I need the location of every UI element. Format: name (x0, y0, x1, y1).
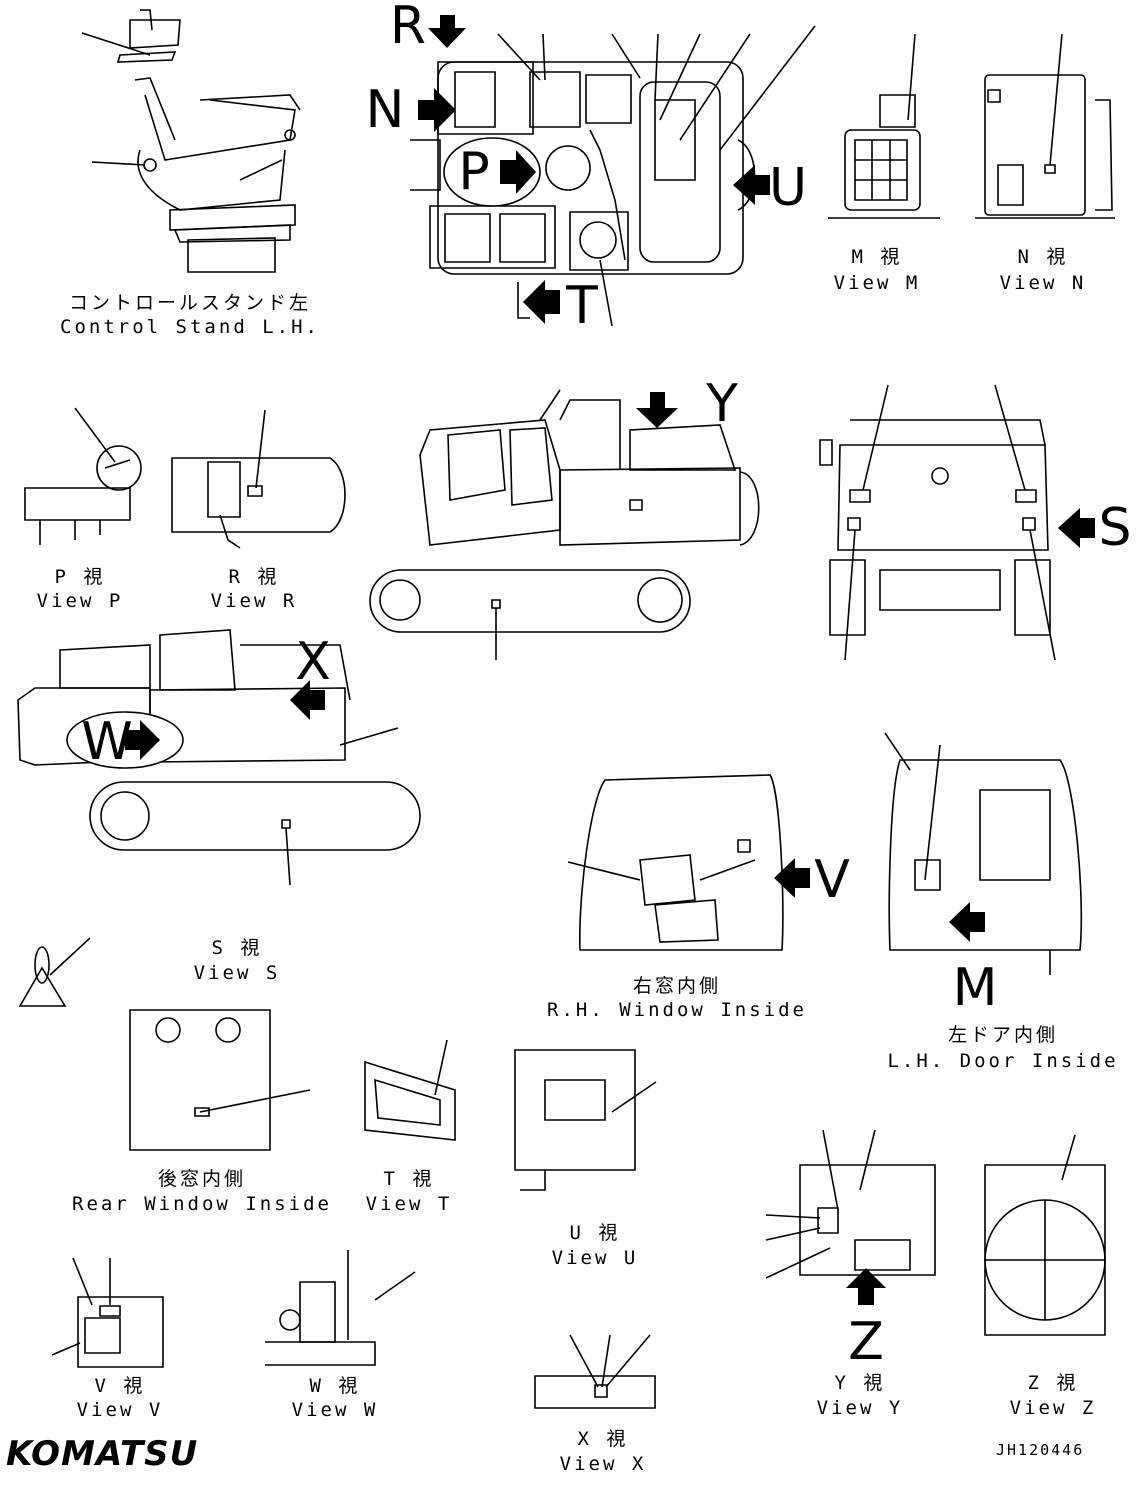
arrow-w (125, 720, 160, 760)
view-y-drawing (766, 1130, 935, 1278)
view-s-caption-jp: S 視 (211, 937, 263, 959)
arrow-n (418, 88, 456, 132)
view-r-caption-en: View R (210, 590, 298, 612)
view-s-drawing (820, 385, 1055, 660)
arrow-t (523, 280, 560, 324)
rear-window-caption-en: Rear Window Inside (72, 1193, 332, 1215)
view-z-caption-jp: Z 視 (1027, 1372, 1079, 1394)
control-stand-drawing (82, 10, 300, 272)
arrow-letter-r: R (389, 0, 427, 56)
arrow-letter-v: V (814, 850, 850, 910)
view-u-caption-jp: U 視 (569, 1222, 621, 1244)
view-r-drawing (172, 410, 345, 548)
view-y-caption-jp: Y 視 (834, 1372, 886, 1394)
view-m-caption-jp: M 視 (851, 246, 903, 268)
view-u-caption-en: View U (551, 1247, 639, 1269)
view-m-caption-en: View M (833, 272, 921, 294)
view-t-caption-jp: T 視 (383, 1168, 435, 1190)
arrow-letter-y: Y (706, 374, 738, 434)
rh-window-caption-en: R.H. Window Inside (547, 999, 807, 1021)
view-z-drawing (985, 1135, 1105, 1335)
view-p-caption-en: View P (36, 590, 124, 612)
arrow-letter-u: U (768, 158, 808, 218)
arrow-letter-p: P (458, 142, 490, 202)
arrow-letter-n: N (365, 80, 405, 140)
arrow-letter-t: T (566, 276, 598, 336)
view-v-drawing (52, 1258, 163, 1367)
arrow-letter-s: S (1098, 498, 1132, 558)
view-t-caption-en: View T (365, 1193, 453, 1215)
lh-door-caption-en: L.H. Door Inside (887, 1050, 1119, 1072)
view-n-caption-en: View N (999, 272, 1087, 294)
view-n-drawing (975, 34, 1115, 218)
rear-window-caption-jp: 後窓内側 (157, 1168, 247, 1190)
arrow-u (733, 165, 770, 205)
lh-door-caption-jp: 左ドア内側 (947, 1024, 1059, 1046)
view-r-caption-jp: R 視 (228, 566, 280, 588)
rh-window-drawing (568, 775, 783, 950)
lh-door-drawing (885, 733, 1081, 975)
side-view-left-drawing (18, 630, 420, 885)
view-t-drawing (365, 1040, 455, 1140)
view-s-caption-en: View S (193, 962, 281, 984)
warning-symbol (20, 938, 90, 1006)
arrow-letter-m: M (952, 958, 998, 1018)
view-v-caption-jp: V 視 (94, 1375, 146, 1397)
direction-arrows (125, 15, 1095, 1305)
view-z-caption-en: View Z (1009, 1397, 1097, 1419)
rh-window-caption-jp: 右窓内側 (632, 975, 722, 997)
view-x-caption-en: View X (559, 1453, 647, 1475)
arrow-z (846, 1268, 886, 1305)
view-w-drawing (265, 1250, 415, 1365)
view-n-caption-jp: N 視 (1017, 246, 1069, 268)
arrow-m (949, 902, 985, 942)
control-stand-caption-en: Control Stand L.H. (60, 316, 320, 338)
view-x-drawing (535, 1335, 655, 1408)
control-stand-caption-jp: コントロールスタンド左 (68, 292, 312, 314)
view-w-caption-en: View W (291, 1399, 379, 1421)
view-p-caption-jp: P 視 (54, 566, 106, 588)
arrow-letter-z: Z (848, 1312, 884, 1372)
arrow-v (774, 858, 810, 898)
arrow-letter-w: W (81, 712, 133, 772)
view-m-drawing (828, 34, 940, 218)
arrow-p (500, 150, 536, 194)
arrow-y (636, 392, 678, 428)
side-view-right-drawing (370, 390, 759, 660)
rear-window-drawing (130, 1010, 310, 1150)
view-p-drawing (25, 408, 141, 545)
view-x-caption-jp: X 視 (577, 1428, 629, 1450)
view-w-caption-jp: W 視 (309, 1375, 361, 1397)
arrow-r (428, 15, 466, 48)
view-y-caption-en: View Y (816, 1397, 904, 1419)
komatsu-logo: KOMATSU (6, 1434, 199, 1474)
arrow-x (290, 680, 325, 720)
arrow-s (1058, 508, 1095, 548)
arrow-letter-x: X (295, 632, 331, 692)
view-v-caption-en: View V (76, 1399, 164, 1421)
drawing-code: JH120446 (996, 1441, 1085, 1459)
view-u-drawing (515, 1050, 656, 1190)
